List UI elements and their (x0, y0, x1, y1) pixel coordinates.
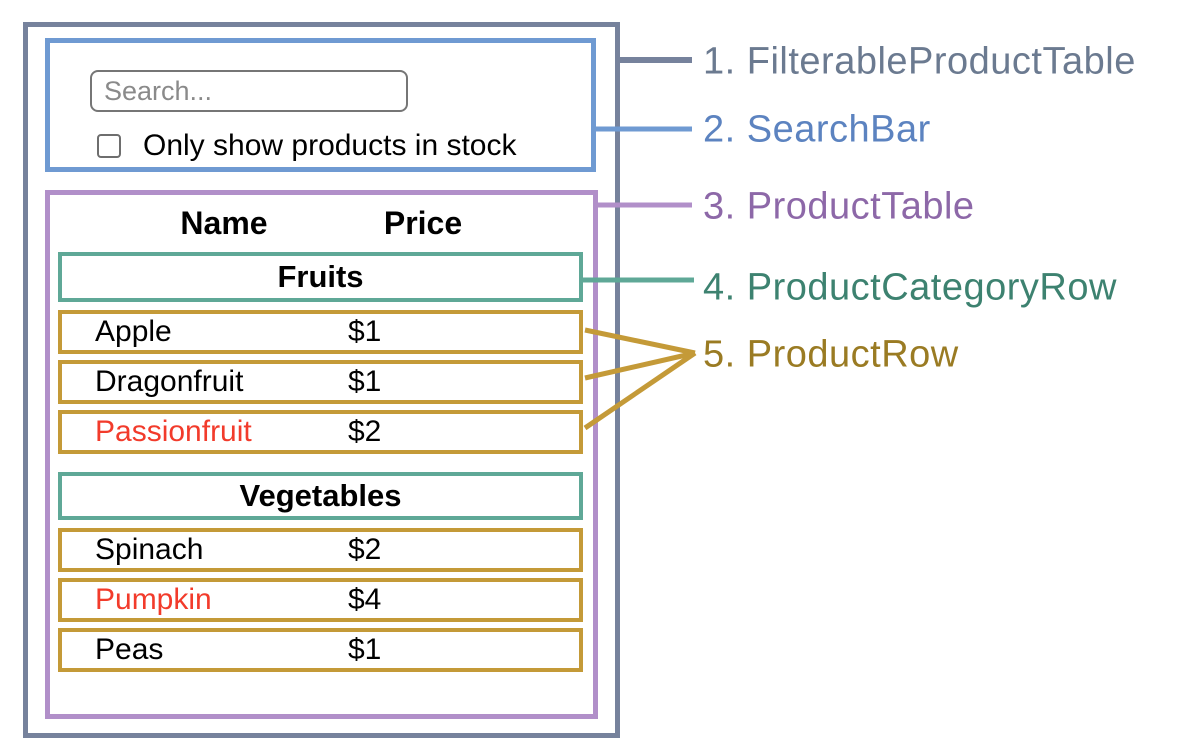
product-name: Spinach (95, 533, 204, 566)
product-name: Peas (95, 633, 164, 666)
product-name: Dragonfruit (95, 365, 244, 398)
column-header-name: Name (180, 205, 268, 241)
product-row: Passionfruit $2 (58, 410, 583, 454)
in-stock-checkbox[interactable] (97, 134, 121, 158)
stock-filter-row: Only show products in stock (97, 129, 517, 162)
category-label: Fruits (277, 259, 364, 294)
product-price: $2 (348, 415, 382, 448)
product-table-box: Name Price Fruits Apple $1 Dragonfruit $… (45, 190, 598, 719)
annotation-product-category-row: 4. ProductCategoryRow (703, 266, 1117, 309)
product-price: $4 (348, 583, 382, 616)
product-name: Passionfruit (95, 415, 252, 448)
product-price: $1 (348, 315, 382, 348)
category-label: Vegetables (239, 478, 402, 513)
annotation-product-table: 3. ProductTable (703, 185, 975, 228)
product-price: $2 (348, 533, 382, 566)
product-category-row: Vegetables (58, 472, 583, 520)
product-name: Pumpkin (95, 583, 212, 616)
annotation-search-bar: 2. SearchBar (703, 108, 931, 151)
product-category-row: Fruits (58, 252, 583, 302)
product-price: $1 (348, 633, 382, 666)
product-row: Dragonfruit $1 (58, 360, 583, 404)
search-bar-box: Only show products in stock (45, 38, 596, 172)
product-price: $1 (348, 365, 382, 398)
product-row: Peas $1 (58, 628, 583, 672)
product-row: Spinach $2 (58, 528, 583, 572)
product-row: Pumpkin $4 (58, 578, 583, 622)
product-name: Apple (95, 315, 172, 348)
product-row: Apple $1 (58, 310, 583, 354)
in-stock-checkbox-label: Only show products in stock (143, 129, 517, 162)
annotation-product-row: 5. ProductRow (703, 333, 959, 376)
search-input[interactable] (90, 70, 408, 112)
annotation-filterable-product-table: 1. FilterableProductTable (703, 40, 1136, 83)
column-header-price: Price (383, 205, 463, 241)
